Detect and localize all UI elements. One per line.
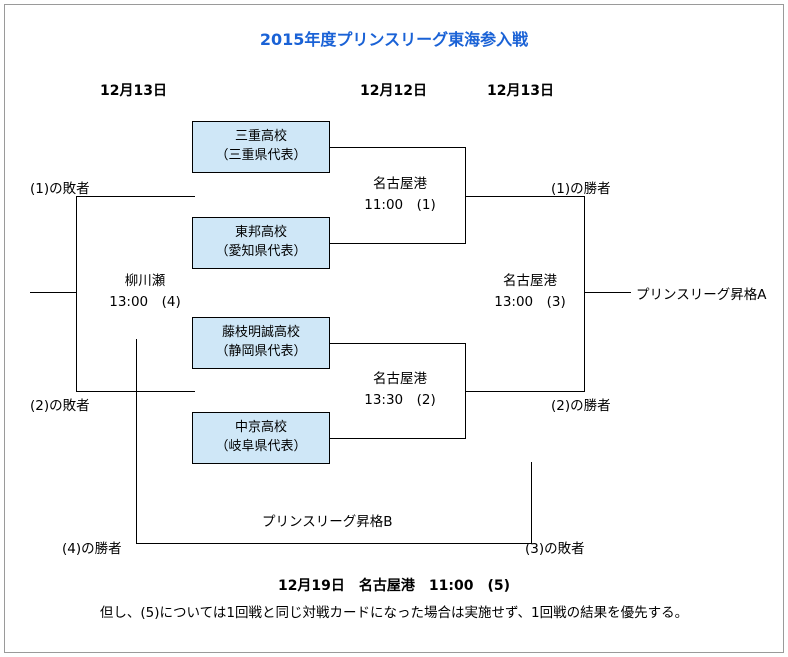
- match-4-info: 柳川瀬 13:00 (4): [85, 271, 205, 313]
- bracket-line-loser1: [76, 196, 195, 197]
- label-winner-of-2: (2)の勝者: [551, 398, 611, 414]
- team-box-3: 藤枝明誠高校 （静岡県代表）: [192, 317, 330, 369]
- label-promote-a: プリンスリーグ昇格A: [636, 287, 767, 303]
- bracket-line-winner1: [465, 196, 585, 197]
- team-name-1: 三重高校: [234, 129, 287, 144]
- bracket-join-match3: [584, 196, 585, 392]
- label-promote-b: プリンスリーグ昇格B: [262, 514, 393, 530]
- team-name-3: 藤枝明誠高校: [221, 325, 300, 340]
- match-3-info: 名古屋港 13:00 (3): [470, 271, 590, 313]
- match-1-venue: 名古屋港: [373, 176, 427, 192]
- match-2-info: 名古屋港 13:30 (2): [340, 369, 460, 411]
- team-qualifier-2: （愛知県代表）: [215, 244, 307, 259]
- bracket-line-match4-out: [30, 292, 76, 293]
- bracket-line-loser3-down: [531, 462, 532, 544]
- team-box-2: 東邦高校 （愛知県代表）: [192, 217, 330, 269]
- bracket-line-match5: [136, 543, 532, 544]
- match-2-venue: 名古屋港: [373, 371, 427, 387]
- date-header-final: 12月13日: [487, 83, 554, 99]
- bracket-line-winner2: [465, 391, 585, 392]
- bracket-line-team1-out: [330, 147, 466, 148]
- match-1-info: 名古屋港 11:00 (1): [340, 174, 460, 216]
- bracket-line-champion-out: [584, 292, 631, 293]
- match-1-time: 11:00 (1): [364, 197, 436, 213]
- team-box-1: 三重高校 （三重県代表）: [192, 121, 330, 173]
- bracket-line-team4-out: [330, 438, 466, 439]
- bracket-join-match4: [76, 196, 77, 392]
- label-winner-of-4: (4)の勝者: [62, 541, 122, 557]
- label-loser-of-3: (3)の敗者: [525, 541, 585, 557]
- label-loser-of-1: (1)の敗者: [30, 181, 90, 197]
- match-4-time: 13:00 (4): [109, 294, 181, 310]
- match-4-venue: 柳川瀬: [124, 273, 166, 289]
- page-title: 2015年度プリンスリーグ東海参入戦: [259, 30, 529, 49]
- bracket-line-winner4-down: [136, 339, 137, 544]
- match-5-info: 12月19日 名古屋港 11:00 (5): [277, 578, 511, 594]
- label-winner-of-1: (1)の勝者: [551, 181, 611, 197]
- match-3-time: 13:00 (3): [494, 294, 566, 310]
- bracket-line-loser2: [76, 391, 195, 392]
- match-3-venue: 名古屋港: [503, 273, 557, 289]
- page-border: [4, 4, 784, 653]
- date-header-round1-left: 12月13日: [100, 83, 167, 99]
- team-qualifier-1: （三重県代表）: [215, 148, 307, 163]
- team-name-4: 中京高校: [234, 420, 287, 435]
- match-2-time: 13:30 (2): [364, 392, 436, 408]
- footnote-condition: 但し、(5)については1回戦と同じ対戦カードになった場合は実施せず、1回戦の結果…: [99, 605, 689, 621]
- bracket-join-match1: [465, 147, 466, 244]
- team-qualifier-3: （静岡県代表）: [215, 344, 307, 359]
- date-header-round1: 12月12日: [360, 83, 427, 99]
- team-name-2: 東邦高校: [234, 225, 287, 240]
- team-qualifier-4: （岐阜県代表）: [215, 439, 307, 454]
- bracket-line-team2-out: [330, 243, 466, 244]
- bracket-line-team3-out: [330, 343, 466, 344]
- label-loser-of-2: (2)の敗者: [30, 398, 90, 414]
- team-box-4: 中京高校 （岐阜県代表）: [192, 412, 330, 464]
